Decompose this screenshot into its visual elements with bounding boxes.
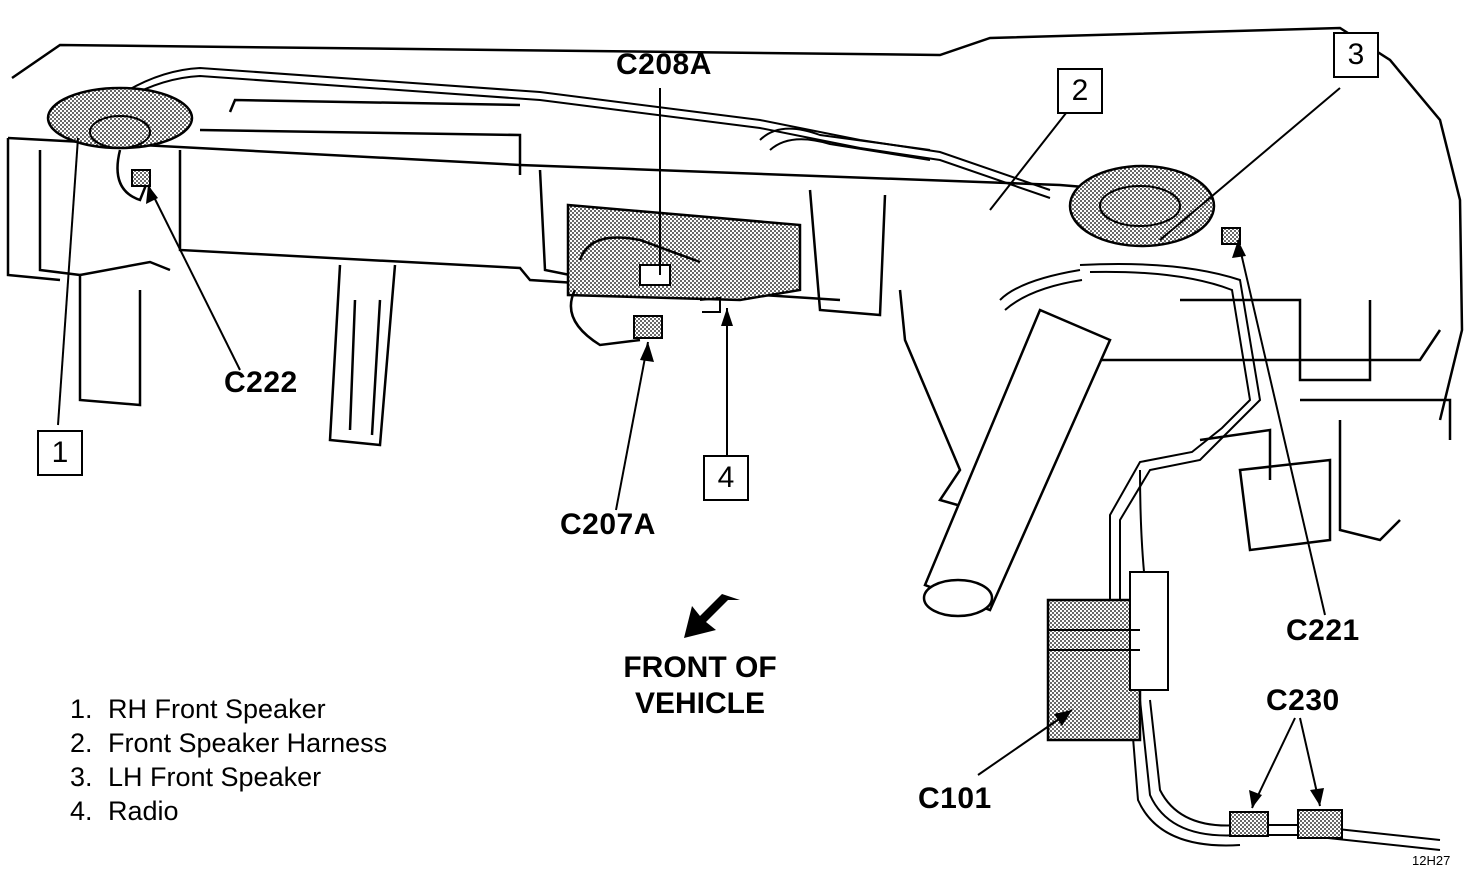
front-of-vehicle-line1: FRONT OF — [623, 651, 777, 684]
lh-front-speaker-drawing — [1068, 164, 1241, 248]
legend-text: Radio — [108, 796, 179, 826]
c230-connectors-drawing — [1229, 809, 1343, 839]
legend-text: LH Front Speaker — [108, 762, 322, 792]
c222-label: C222 — [224, 366, 298, 399]
legend-item: 1. RH Front Speaker — [70, 692, 387, 726]
rh-front-speaker-drawing — [46, 86, 194, 202]
c101-label: C101 — [918, 782, 992, 815]
radio-drawing — [566, 203, 802, 347]
legend-text: RH Front Speaker — [108, 694, 326, 724]
c221-label: C221 — [1286, 614, 1360, 647]
c207a-label: C207A — [560, 508, 656, 541]
front-of-vehicle-line2: VEHICLE — [634, 687, 766, 720]
legend-number: 2. — [70, 728, 93, 758]
leader-arrowheads — [146, 185, 1324, 808]
legend: 1. RH Front Speaker 2. Front Speaker Har… — [70, 692, 387, 828]
front-of-vehicle-label: FRONT OF VEHICLE — [600, 650, 800, 722]
legend-text: Front Speaker Harness — [108, 728, 388, 758]
legend-number: 3. — [70, 762, 93, 792]
leader-lines — [57, 87, 1341, 809]
c208a-label: C208A — [616, 48, 712, 81]
callout-box-4: 4 — [703, 455, 749, 501]
callout-box-3: 3 — [1333, 32, 1379, 78]
callout-box-1: 1 — [37, 430, 83, 476]
legend-number: 1. — [70, 694, 93, 724]
front-of-vehicle-arrow — [684, 594, 740, 638]
legend-number: 4. — [70, 796, 93, 826]
legend-item: 2. Front Speaker Harness — [70, 726, 387, 760]
legend-item: 4. Radio — [70, 794, 387, 828]
legend-item: 3. LH Front Speaker — [70, 760, 387, 794]
steering-column-drawing — [922, 308, 1112, 618]
c230-label: C230 — [1266, 684, 1340, 717]
instrument-panel-outline — [6, 26, 1464, 552]
figure-code: 12H27 — [1412, 853, 1451, 868]
callout-box-2: 2 — [1057, 68, 1103, 114]
